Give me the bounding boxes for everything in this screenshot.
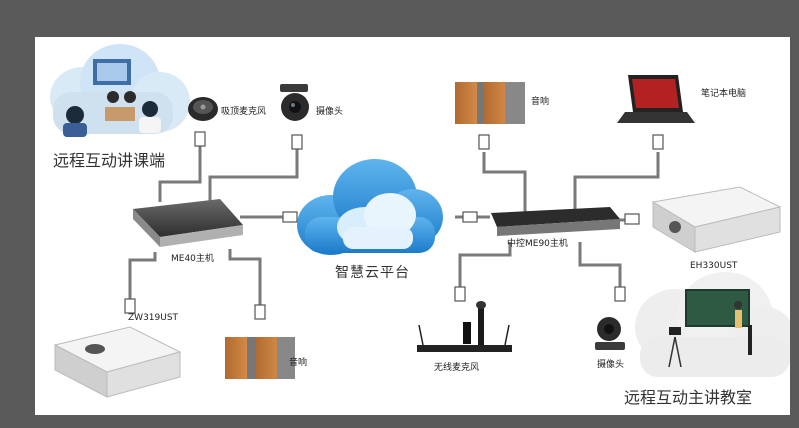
label-camera-bottom: 摄像头	[597, 360, 625, 370]
cloud-platform-image	[297, 159, 443, 255]
label-ceiling-mic: 吸顶麦克风	[221, 107, 267, 117]
speaker-top-image	[455, 82, 525, 124]
wireless-mic-image	[417, 301, 512, 352]
label-speaker-bottom: 音响	[289, 358, 308, 368]
remote-classroom-image	[50, 44, 190, 137]
label-me90-host: 中控ME90主机	[507, 239, 568, 249]
camera-bottom-image	[595, 317, 625, 350]
connection-wires	[128, 142, 660, 319]
speaker-bottom-image	[225, 337, 295, 379]
label-projector-left: ZW319UST	[128, 313, 179, 323]
diagram-graphics	[50, 44, 790, 398]
label-cloud-platform: 智慧云平台	[335, 265, 410, 281]
me40-host-image	[133, 199, 243, 247]
main-classroom-image	[635, 272, 790, 377]
label-projector-right: EH330UST	[690, 261, 738, 271]
projector-right-image	[651, 186, 782, 253]
label-main-classroom: 远程互动主讲教室	[624, 388, 753, 407]
ceiling-mic-image	[188, 97, 218, 121]
laptop-image	[617, 75, 695, 123]
projector-left-image	[53, 326, 182, 398]
label-laptop: 笔记本电脑	[701, 89, 747, 99]
me90-host-image	[491, 207, 620, 236]
camera-top-image	[280, 84, 309, 121]
label-me40-host: ME40主机	[171, 254, 214, 264]
label-wireless-mic: 无线麦克风	[434, 363, 480, 373]
cable-plugs	[124, 131, 664, 320]
label-camera-top: 摄像头	[316, 107, 344, 117]
label-remote-classroom: 远程互动讲课端	[53, 151, 166, 170]
label-speaker-top: 音响	[531, 97, 550, 107]
diagram-canvas: 远程互动讲课端 吸顶麦克风 摄像头 音响 笔记本电脑 ME40主机 智慧云平台 …	[35, 37, 790, 415]
